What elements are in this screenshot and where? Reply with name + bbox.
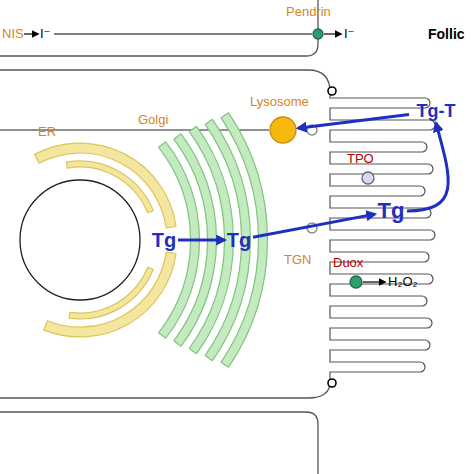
duox-enzyme-label: Duox <box>333 255 363 271</box>
endoplasmic-reticulum-membrane <box>44 252 176 337</box>
thyroglobulin-label: Tg <box>151 228 177 252</box>
peroxide-arrow <box>363 281 385 282</box>
thyroglobulin-label: Tg <box>226 228 252 252</box>
duox-enzyme-circle <box>350 276 362 288</box>
lysosome-label: Lysosome <box>250 94 309 110</box>
endoplasmic-reticulum-membrane <box>66 161 153 213</box>
ion-label: I⁻ <box>40 26 50 42</box>
region-label: Follic <box>428 26 465 42</box>
ion-label: I⁻ <box>344 26 354 42</box>
tpo-enzyme: TPO <box>361 171 375 185</box>
duox-enzyme-shape <box>349 275 363 289</box>
thyroglobulin-label: Tg <box>151 228 177 252</box>
golgi-apparatus-membrane <box>221 113 267 367</box>
thyroglobulin-complex: Tg-T <box>410 100 462 122</box>
organelle-label: TGN <box>284 252 311 268</box>
endoplasmic-reticulum-membrane <box>69 267 153 319</box>
molecule-label: H₂O₂ <box>388 274 418 290</box>
vesicle <box>307 125 317 135</box>
tight-junction <box>328 87 336 95</box>
iodide-arrow <box>324 33 341 34</box>
lower-cell-membrane <box>0 412 318 474</box>
nucleus <box>20 180 140 300</box>
endoplasmic-reticulum-membrane <box>35 143 177 228</box>
thyroglobulin-label: Tg <box>376 198 406 224</box>
vesicle <box>307 223 317 233</box>
tpo-enzyme-shape <box>361 171 375 185</box>
thyroglobulin-label: Tg <box>376 198 406 224</box>
basolateral-membrane <box>0 70 330 92</box>
upper-cell-membrane <box>0 0 318 56</box>
pendrin-transporter: Pendrin <box>312 28 324 40</box>
transporter-label: NIS <box>2 26 24 42</box>
pendrin-transporter-label: Pendrin <box>286 4 331 20</box>
tpo-enzyme-label: TPO <box>347 151 374 167</box>
transport-arrow <box>298 114 409 128</box>
lysosome-circle <box>270 117 296 143</box>
thyroglobulin-label: Tg <box>226 228 252 252</box>
iodide-transport-line <box>54 33 312 34</box>
golgi-apparatus-label: Golgi <box>138 112 168 128</box>
tpo-enzyme-circle <box>362 172 374 184</box>
basolateral-membrane <box>0 382 330 398</box>
pendrin-transporter-shape <box>312 28 324 40</box>
tight-junction <box>328 379 336 387</box>
lysosome: Lysosome <box>269 116 297 144</box>
iodide-arrow <box>24 33 38 34</box>
pendrin-transporter-circle <box>313 29 323 39</box>
endoplasmic-reticulum-label: ER <box>38 124 56 140</box>
transport-arrow <box>407 123 448 211</box>
transport-arrow <box>253 214 375 237</box>
thyroglobulin-complex: Tg-T <box>410 100 462 122</box>
apical-microvilli <box>330 92 435 382</box>
lysosome-shape <box>269 116 297 144</box>
duox-enzyme: Duox <box>349 275 363 289</box>
transport-arrow <box>178 239 225 242</box>
